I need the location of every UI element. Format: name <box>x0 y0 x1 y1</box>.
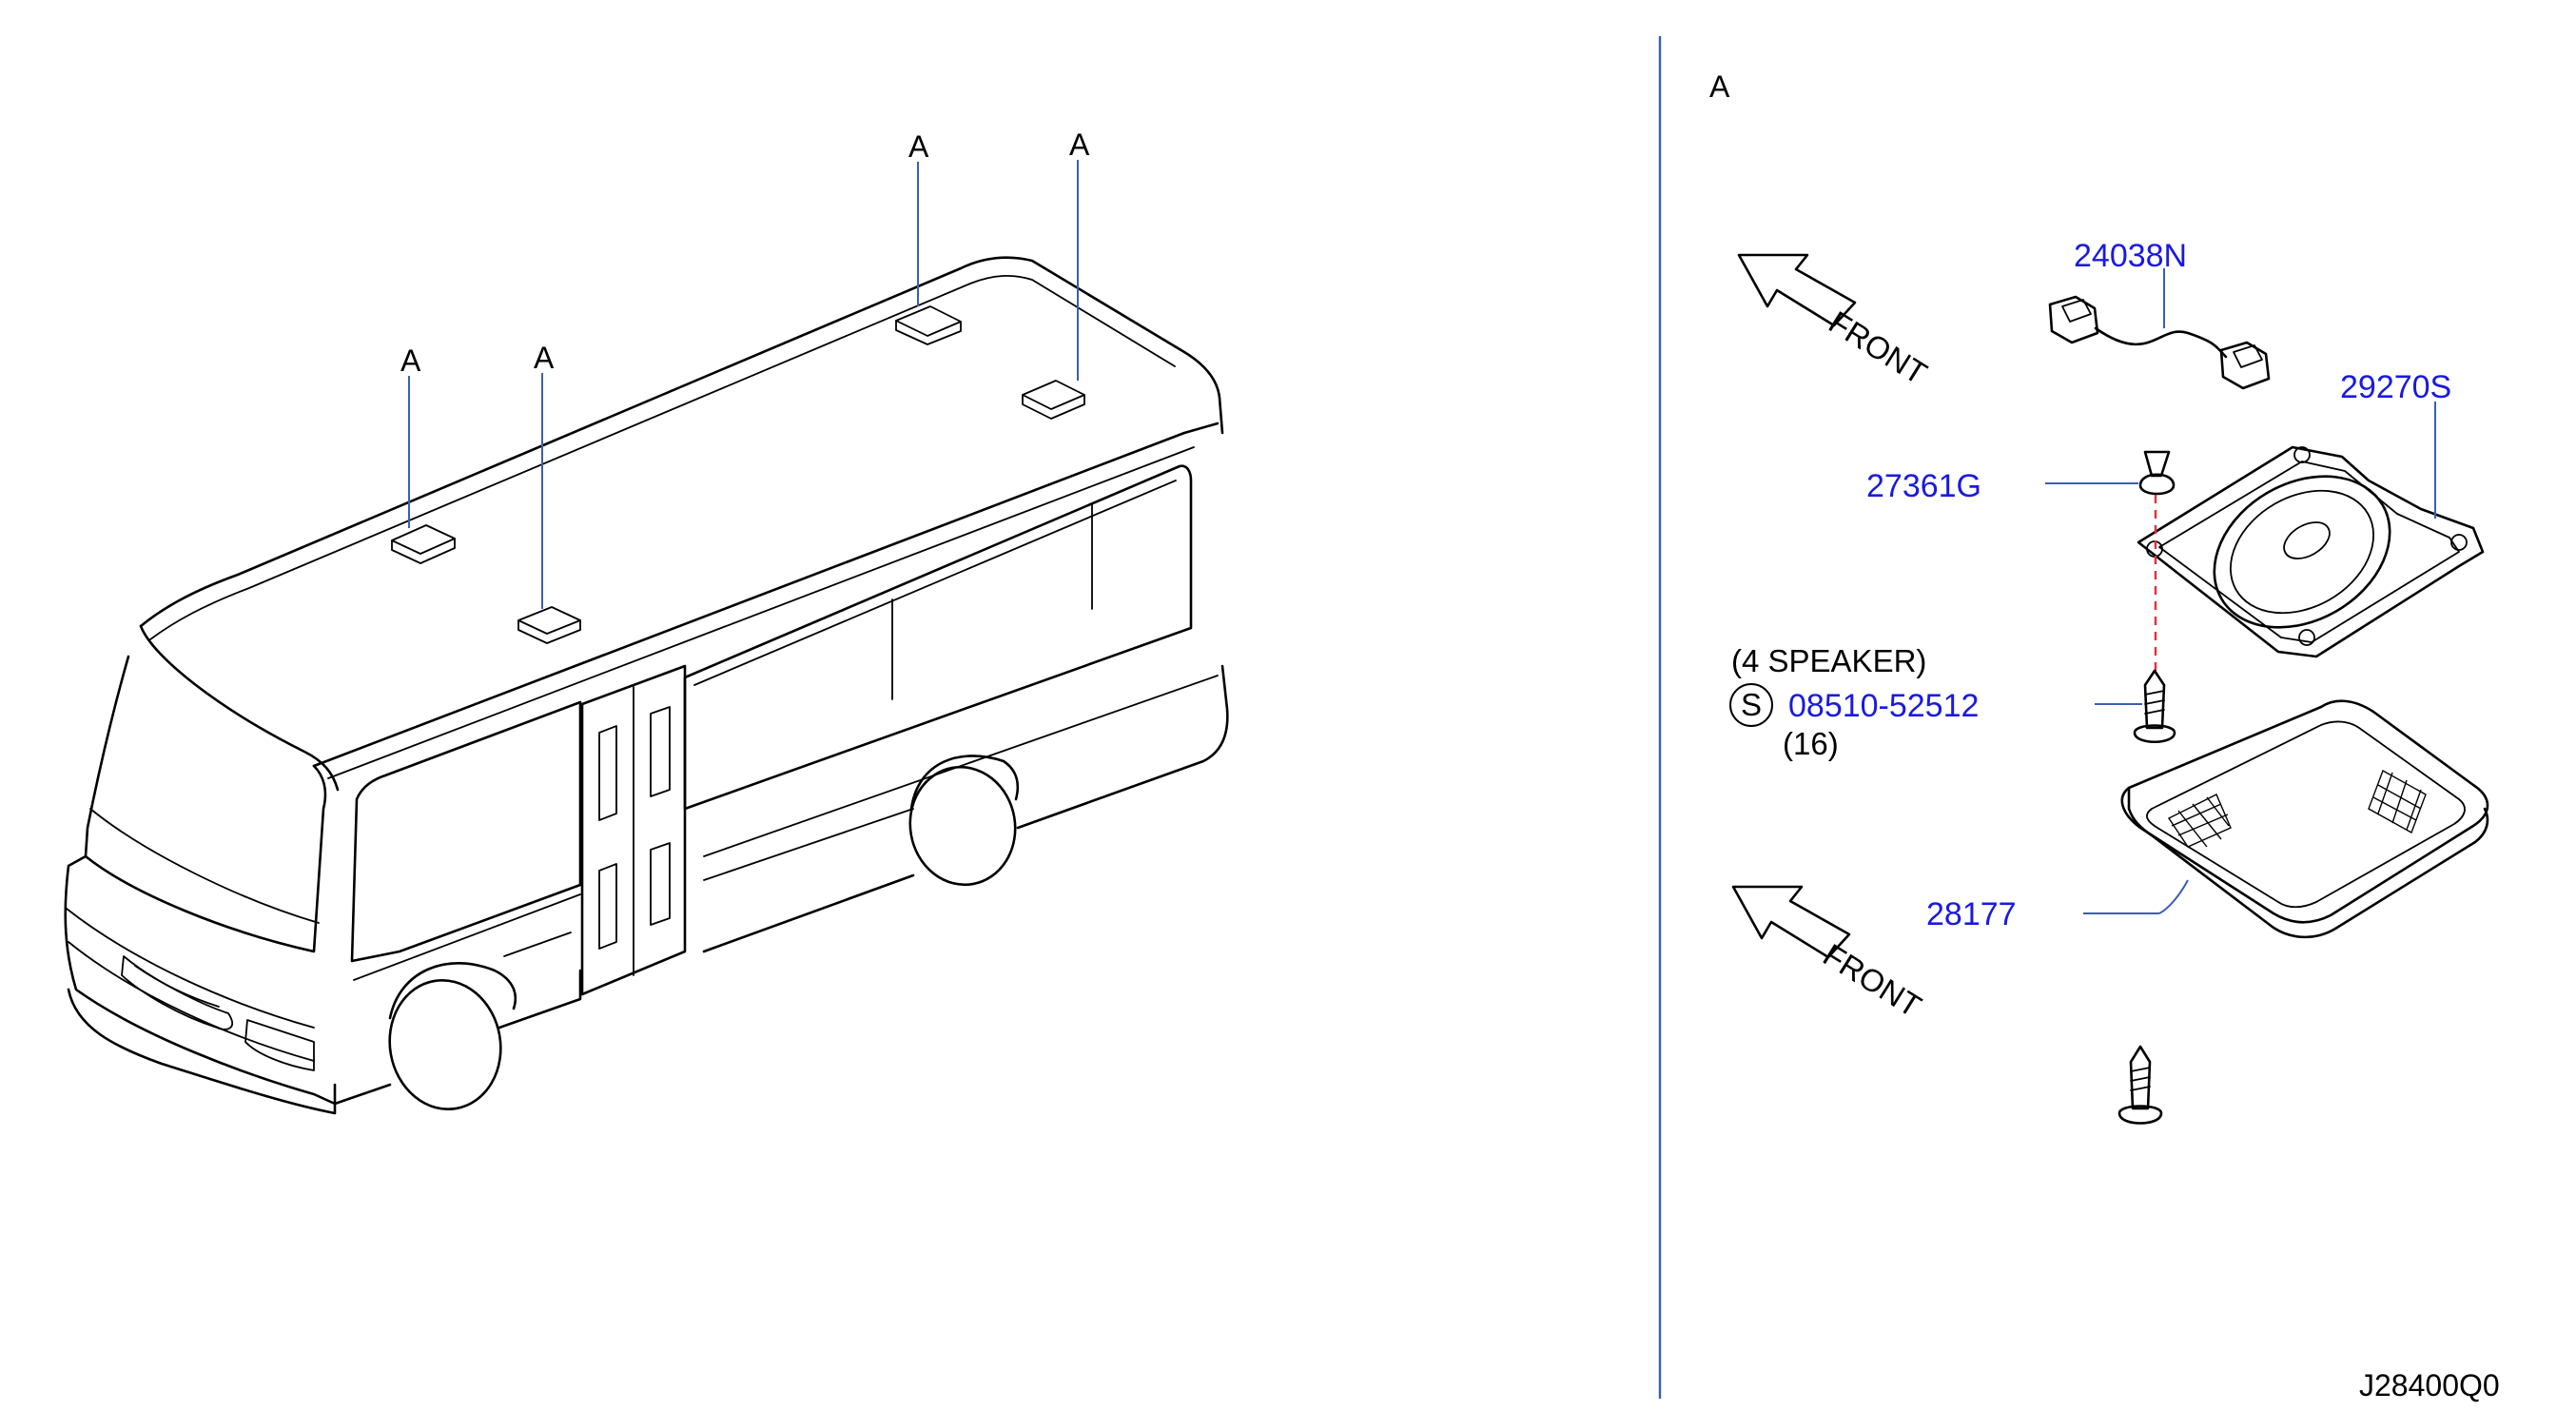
front-arrow-icon <box>1731 885 1851 959</box>
wire-harness-icon <box>2048 268 2271 390</box>
bus-illustration <box>64 160 1229 1115</box>
screw-quantity-note: (16) <box>1783 726 1839 761</box>
callout-label-a: A <box>1069 127 1090 162</box>
front-direction-label: FRONT <box>1823 304 1933 392</box>
speaker-quantity-note: (4 SPEAKER) <box>1731 643 1926 678</box>
callout-label-a: A <box>908 129 929 164</box>
part-number-grille: 28177 <box>1926 896 2017 932</box>
part-number-screw: 08510-52512 <box>1788 688 1979 724</box>
part-number-speaker: 29270S <box>2340 369 2451 405</box>
callout-label-a: A <box>534 341 555 375</box>
part-number-clip: 27361G <box>1866 468 1981 504</box>
front-arrow-icon <box>1737 253 1857 327</box>
standard-part-symbol: S <box>1741 687 1762 722</box>
standard-part-badge: S <box>1729 683 1773 727</box>
screw-icon <box>2117 1045 2163 1125</box>
detail-view-label: A <box>1709 69 1730 104</box>
screw-icon <box>2095 669 2176 743</box>
speaker-grille-icon <box>2083 699 2489 939</box>
clip-icon <box>2045 450 2176 496</box>
part-number-harness: 24038N <box>2074 238 2187 274</box>
speaker-icon <box>2137 402 2485 658</box>
front-direction-label: FRONT <box>1817 937 1927 1025</box>
callout-label-a: A <box>400 343 421 378</box>
diagram-reference-code: J28400Q0 <box>2359 1368 2500 1402</box>
